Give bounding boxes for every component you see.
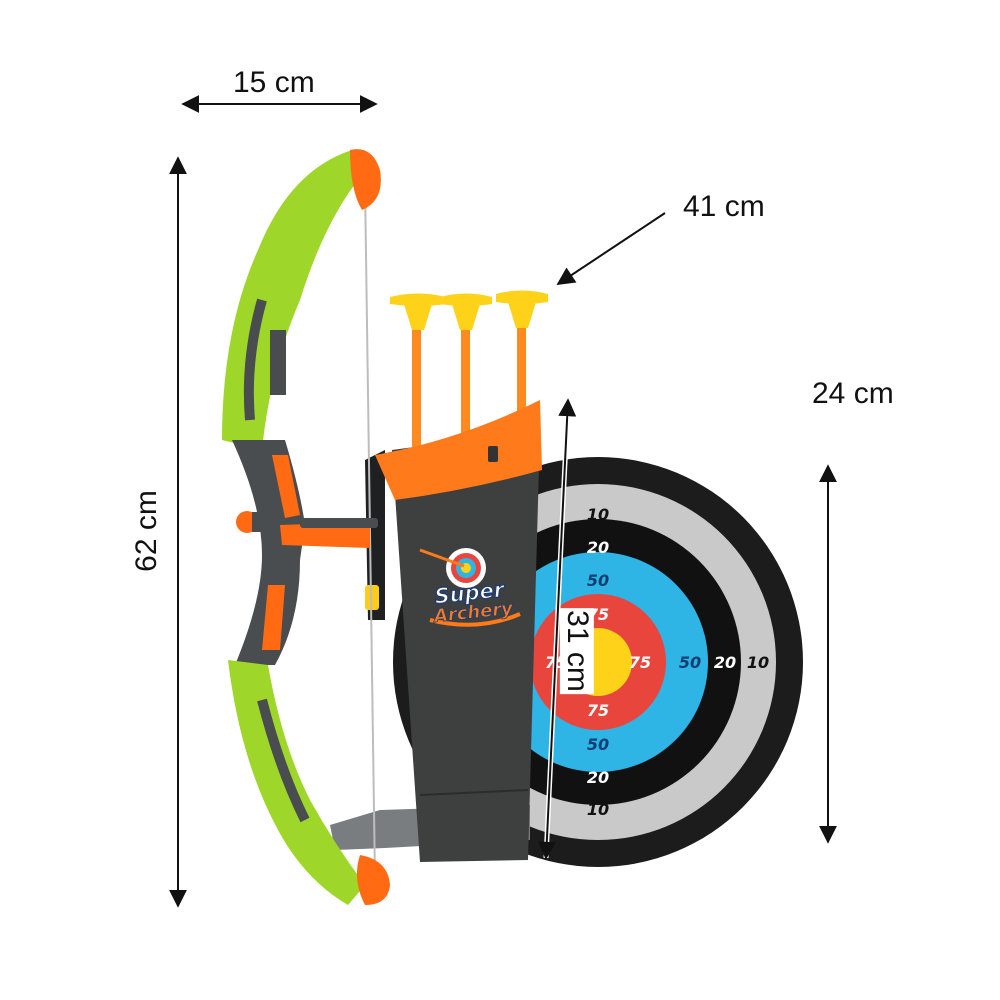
ring-label: 75 xyxy=(629,653,651,672)
quiver-height-arrow-core xyxy=(537,398,577,860)
quiver-logo: Super Archery xyxy=(419,548,521,628)
quiver-top-cap xyxy=(375,400,542,500)
bow-upper-tip xyxy=(350,149,381,210)
ring-label: 10 xyxy=(587,505,609,524)
bow-lower-tip xyxy=(356,855,390,905)
ring-label: 20 xyxy=(714,653,736,672)
ring-label: 50 xyxy=(679,653,701,672)
arrow-length-pointer xyxy=(556,212,666,285)
quiver: Super Archery xyxy=(330,290,548,862)
bow-upper-limb xyxy=(222,150,362,450)
bow-height-label: 62 cm xyxy=(129,490,163,572)
ring-label: 50 xyxy=(587,571,609,590)
ring-label: 10 xyxy=(587,800,609,819)
target-diameter-label: 24 cm xyxy=(812,377,894,410)
bow-arrow-rest xyxy=(280,522,370,548)
ring-label: 10 xyxy=(747,653,769,672)
ring-label: 20 xyxy=(587,768,609,787)
arrows xyxy=(390,290,548,460)
bow xyxy=(222,149,390,905)
arrow-length-label: 41 cm xyxy=(683,190,765,223)
ring-label: 20 xyxy=(587,538,609,557)
bow-width-label: 15 cm xyxy=(233,66,315,99)
quiver-body xyxy=(392,430,540,862)
quiver-height-label: 31 cm xyxy=(559,608,594,694)
ring-label: 50 xyxy=(587,735,609,754)
ring-label: 75 xyxy=(587,701,609,720)
bow-lower-limb xyxy=(228,660,365,905)
dimension-lines xyxy=(169,95,837,908)
